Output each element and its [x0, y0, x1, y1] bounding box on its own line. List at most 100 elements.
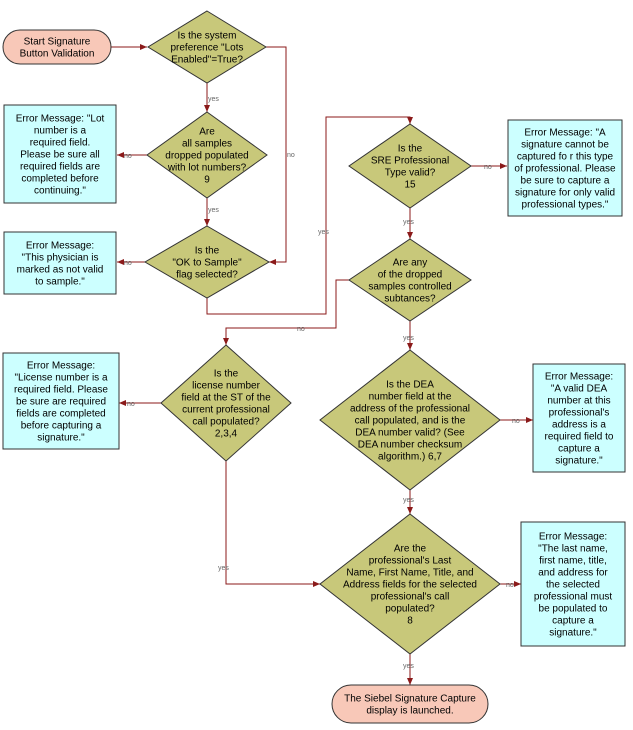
decision-shape: [146, 111, 268, 199]
connector-label-d6-d8: yes: [218, 565, 229, 572]
decision-shape: [160, 344, 292, 462]
error-box-shape: [507, 119, 623, 217]
decision-d3: Is the"OK to Sample"flag selected?: [144, 225, 270, 299]
connector-d3-d4: [206, 116, 413, 315]
e6-text-line: signature.": [549, 628, 597, 639]
e5-text-line: signature.": [555, 456, 603, 467]
d7-text-line: algorithm.) 6,7: [378, 452, 442, 463]
d7-text-line: call populated, and is the: [355, 416, 466, 427]
e5-text-line: capture a: [558, 444, 600, 455]
connector-label-d2-d3: yes: [208, 207, 219, 214]
d1-text-line: preference "Lots: [170, 43, 243, 54]
d8-text-line: professional's Last: [369, 556, 452, 567]
end-text-line: display is launched.: [366, 706, 453, 717]
e3-text-line: professional types.": [522, 200, 609, 211]
d5-text-line: of the dropped: [378, 270, 443, 281]
connector-label-d5-d7: yes: [403, 335, 414, 342]
e5-text-line: "A valid DEA: [551, 384, 608, 395]
end-text-line: The Siebel Signature Capture: [344, 694, 476, 705]
e1-text-line: required field.: [30, 138, 91, 149]
e6-text-line: the selected: [546, 580, 600, 591]
e4-text-line: signature.": [37, 433, 85, 444]
e6-text-line: "The last name,: [538, 544, 608, 555]
e2-text-line: to sample.": [35, 277, 85, 288]
d6-text-line: current professional: [182, 405, 270, 416]
d1-text-line: Is the system: [178, 31, 237, 42]
connector-d1-no: [266, 46, 287, 265]
d4-text-line: 15: [404, 180, 416, 191]
connector-label-d4-d5: yes: [403, 219, 414, 226]
d5-text-line: samples controlled: [368, 282, 451, 293]
d3-text-line: flag selected?: [176, 270, 238, 281]
d2-text-line: dropped populated: [165, 151, 248, 162]
connector-d5-no: [223, 279, 349, 345]
d8-text-line: professional's call: [371, 592, 450, 603]
error-box-shape: [532, 363, 626, 473]
connector-label-d3-e2: no: [124, 260, 132, 267]
e5-text-line: professional's: [549, 408, 610, 419]
d7-text-line: number field at the: [369, 392, 452, 403]
e5-text-line: Error Message:: [545, 372, 613, 383]
connector-label-d6-e4: no: [127, 401, 135, 408]
d7-text-line: DEA number valid? (See: [355, 428, 465, 439]
decision-shape: [147, 10, 267, 84]
e4-text-line: "License number is a: [14, 373, 107, 384]
d7-text-line: DEA number checksum: [358, 440, 463, 451]
e1-text-line: completed before: [21, 174, 99, 185]
d4-text-line: Type valid?: [385, 168, 436, 179]
connectors: [111, 44, 533, 685]
d7-text-line: address of the professional: [350, 404, 470, 415]
error-box-shape: [3, 104, 117, 204]
connector-label-d7-e5: no: [512, 418, 520, 425]
error-box-shape: [2, 352, 120, 450]
connector-label-d4-e3: no: [484, 164, 492, 171]
e2-text-line: Error Message:: [26, 241, 94, 252]
e6-text-line: be populated to: [539, 604, 608, 615]
connector-label-d8-e6: no: [506, 582, 514, 589]
e1-text-line: required fields are: [20, 162, 100, 173]
e2-text-line: "This physician is: [22, 253, 99, 264]
error-box-e6: Error Message:"The last name,first name,…: [520, 521, 626, 647]
d2-text-line: all samples: [182, 139, 232, 150]
decision-shape: [319, 349, 501, 491]
error-box-e4: Error Message:"License number is arequir…: [2, 352, 120, 450]
e1-text-line: Please be sure all: [20, 150, 100, 161]
d8-text-line: populated?: [385, 604, 435, 615]
e6-text-line: and address for: [538, 568, 608, 579]
e3-text-line: signature cannot be: [521, 140, 609, 151]
connector-d6-d8: [225, 461, 320, 587]
terminal-shape: [331, 684, 489, 724]
d4-text-line: Is the: [398, 144, 423, 155]
decision-shape: [144, 225, 270, 299]
e4-text-line: required field. Please: [14, 385, 108, 396]
d8-text-line: Address fields for the selected: [343, 580, 477, 591]
e3-text-line: Error Message: "A: [524, 128, 606, 139]
d8-text-line: 8: [407, 616, 413, 627]
e6-text-line: first name, title,: [539, 556, 607, 567]
d2-text-line: 9: [204, 175, 210, 186]
d1-text-line: Enabled"=True?: [171, 55, 243, 66]
decision-shape: [348, 123, 472, 209]
d4-text-line: SRE Professional: [371, 156, 449, 167]
d6-text-line: field at the ST of the: [181, 393, 271, 404]
e5-text-line: address is a: [552, 420, 606, 431]
d6-text-line: call populated?: [192, 417, 260, 428]
e1-text-line: continuing.": [34, 186, 86, 197]
e6-text-line: capture a: [552, 616, 594, 627]
